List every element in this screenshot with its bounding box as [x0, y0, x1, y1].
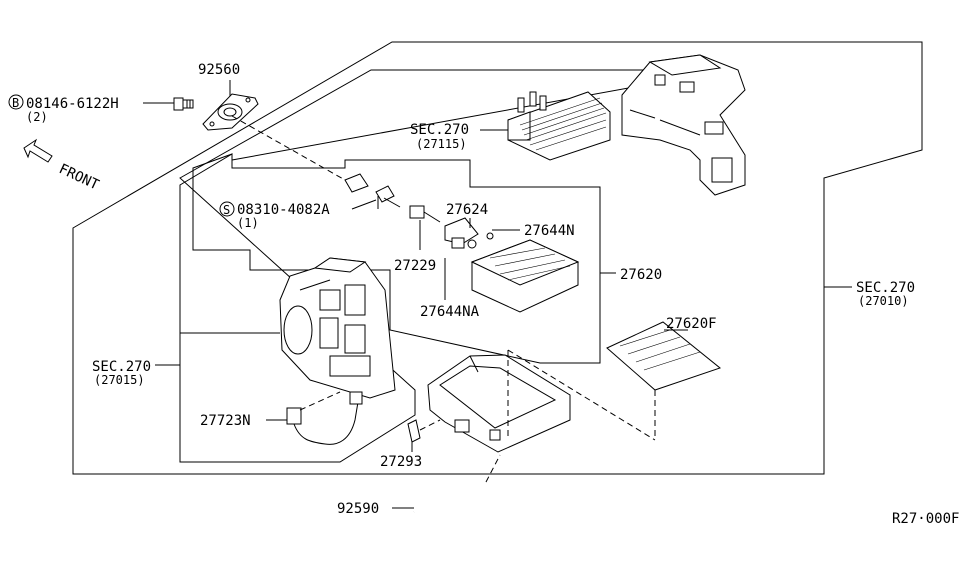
label-27644NA: 27644NA: [420, 304, 480, 320]
screw-symbol-circle: [219, 201, 235, 217]
evaporator-27620: [470, 239, 580, 313]
label-27229: 27229: [394, 258, 436, 274]
drain-hose-92590: [412, 480, 488, 514]
label-sec270-27010: SEC.270: [856, 280, 915, 296]
label-27010: (27010): [858, 294, 909, 308]
heater-case-lower: [279, 257, 396, 399]
label-08146-qty: (2): [26, 110, 48, 124]
drain-pan: [427, 354, 571, 453]
label-27620: 27620: [620, 267, 662, 283]
clip-27293: [407, 419, 421, 443]
outer-boundary: [72, 41, 923, 475]
front-label: FRONT: [56, 161, 101, 194]
label-92590: 92590: [337, 501, 379, 517]
flange-92560: [202, 93, 259, 131]
symbol-b: B: [12, 96, 19, 110]
screw-08310: [375, 185, 401, 208]
label-08146: 08146-6122H: [26, 96, 119, 112]
bolt-symbol-circle: [8, 94, 24, 110]
harness-27723N: [286, 391, 363, 445]
heater-core: [507, 91, 611, 161]
evaporator-group-boundary: [192, 153, 601, 364]
label-92560: 92560: [198, 62, 240, 78]
diagram-reference: R27·000F: [892, 511, 959, 527]
bolt-08146: [173, 97, 194, 111]
label-08310-qty: (1): [237, 216, 259, 230]
label-27644N: 27644N: [524, 223, 575, 239]
clip-part: [344, 173, 369, 193]
label-sec270-27115: SEC.270: [410, 122, 469, 138]
label-08310: 08310-4082A: [237, 202, 330, 218]
bolt-27229: [409, 205, 441, 223]
symbol-s: S: [223, 203, 230, 217]
label-27293: 27293: [380, 454, 422, 470]
label-27723N: 27723N: [200, 413, 251, 429]
heater-case-upper: [621, 54, 746, 196]
label-27620F: 27620F: [666, 316, 717, 332]
inner-boundary: [179, 69, 646, 463]
label-sec270-27015: SEC.270: [92, 359, 151, 375]
front-arrow-icon: [23, 138, 53, 163]
label-27624: 27624: [446, 202, 488, 218]
label-27115: (27115): [416, 137, 467, 151]
filter-27620F: [606, 321, 722, 391]
sensor-27624: [444, 217, 479, 249]
label-27015: (27015): [94, 373, 145, 387]
